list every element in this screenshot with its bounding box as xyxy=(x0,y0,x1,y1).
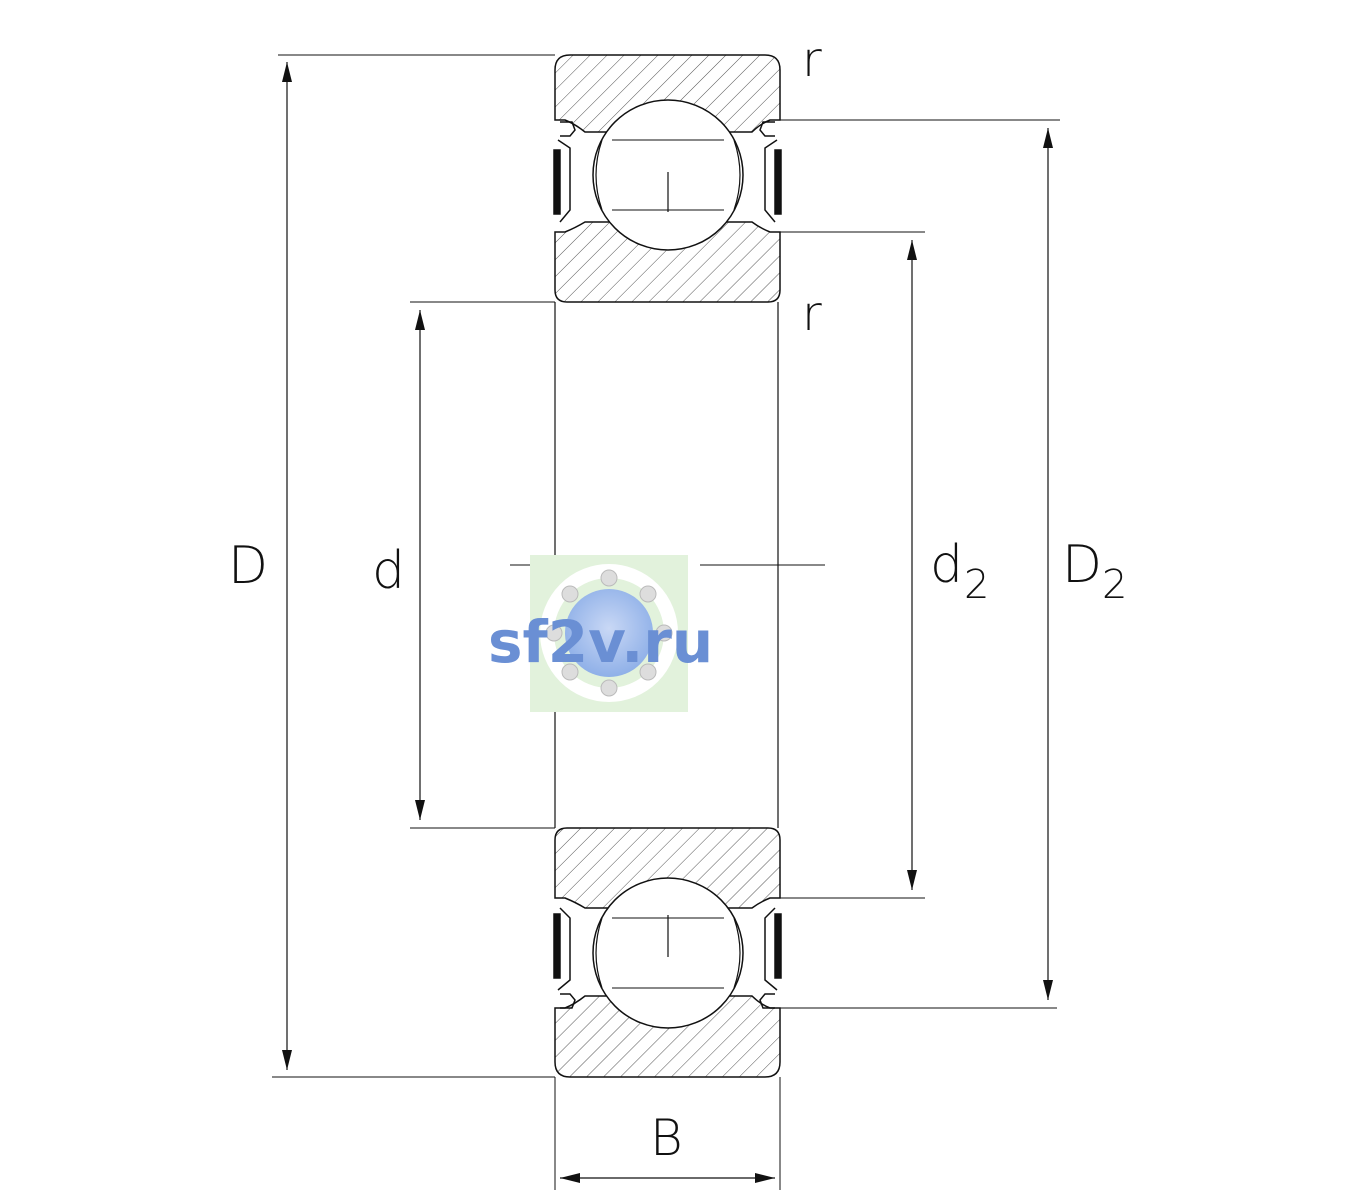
labels: D d d 2 D 2 B r r xyxy=(228,32,1127,1167)
outer-ring-bottom xyxy=(554,995,781,1078)
label-r-top: r xyxy=(802,32,822,88)
bearing-section-bottom xyxy=(553,827,782,1078)
inner-ring-bottom xyxy=(554,827,781,909)
seal-right-top xyxy=(759,121,782,223)
label-D2: D xyxy=(1062,535,1102,595)
watermark-text: sf2v.ru xyxy=(488,608,713,676)
seal-left-bottom xyxy=(553,907,576,1009)
label-B: B xyxy=(650,1109,683,1167)
extension-lines xyxy=(272,54,1060,1190)
cage-top xyxy=(595,139,741,211)
seal-left-top xyxy=(553,121,576,223)
label-d2: d xyxy=(930,535,963,595)
inner-ring-top xyxy=(554,221,781,303)
bearing-section-top xyxy=(553,54,782,303)
watermark-ball xyxy=(565,589,653,677)
cage-bottom xyxy=(595,917,741,989)
label-D: D xyxy=(228,536,268,596)
watermark-rollers xyxy=(545,569,673,697)
seal-right-bottom xyxy=(759,907,782,1009)
label-d: d xyxy=(372,541,405,601)
label-D2-sub: 2 xyxy=(1102,562,1127,608)
label-d2-sub: 2 xyxy=(964,562,989,608)
label-r-mid: r xyxy=(802,286,822,342)
watermark: sf2v.ru xyxy=(488,555,713,712)
dimension-lines xyxy=(282,62,1053,1183)
